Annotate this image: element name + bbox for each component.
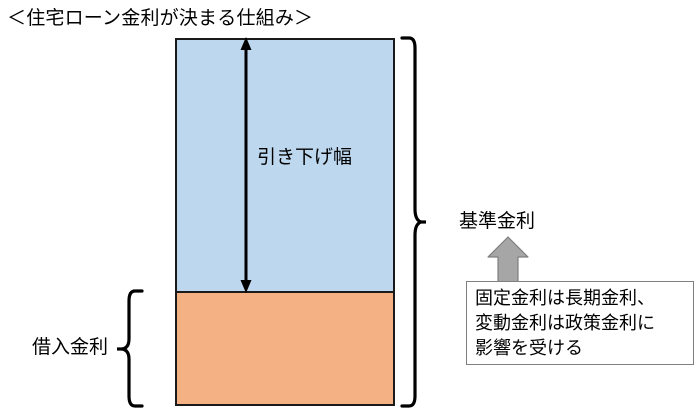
interest-rate-bar: [175, 38, 395, 406]
callout-line-2: 変動金利は政策金利に: [475, 313, 655, 333]
borrowing-rate-label: 借入金利: [32, 337, 109, 358]
base-rate-brace-icon: [396, 34, 430, 410]
bar-segment-borrowing-rate: [177, 293, 393, 404]
page-title: ＜住宅ローン金利が決まる仕組み＞: [7, 8, 314, 29]
callout-line-3: 影響を受ける: [475, 338, 583, 358]
borrowing-rate-brace-icon: [111, 287, 147, 410]
upward-block-arrow-icon: [486, 235, 530, 283]
rate-explanation-callout: 固定金利は長期金利、 変動金利は政策金利に 影響を受ける: [466, 281, 694, 365]
bar-segment-discount: [177, 40, 393, 293]
base-rate-label: 基準金利: [459, 211, 536, 232]
callout-line-1: 固定金利は長期金利、: [475, 288, 655, 308]
discount-range-label: 引き下げ幅: [257, 147, 353, 168]
